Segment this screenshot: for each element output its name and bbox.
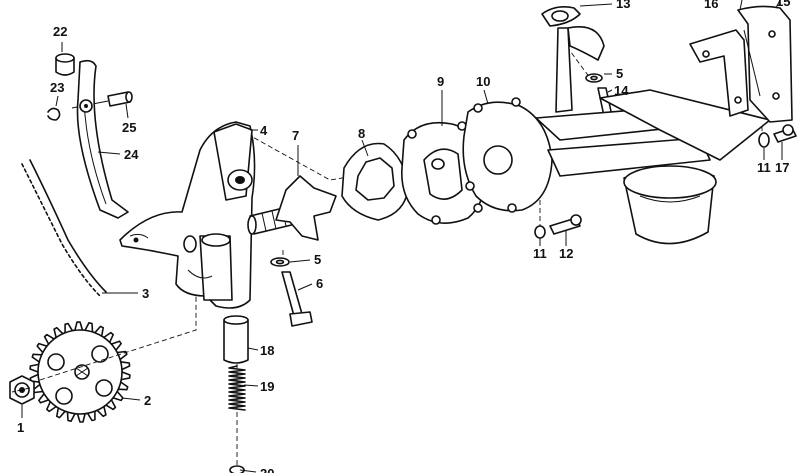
callout-22: 22 bbox=[53, 24, 67, 39]
callout-11-right: 11 bbox=[757, 160, 771, 175]
part-24-tensioner-rail[interactable] bbox=[76, 59, 129, 219]
callout-6: 6 bbox=[316, 276, 323, 291]
part-2-sprocket[interactable] bbox=[29, 321, 131, 423]
part-6-bolt[interactable] bbox=[281, 271, 313, 327]
part-23-circlip[interactable] bbox=[47, 107, 61, 121]
callout-15: 15 bbox=[776, 0, 790, 9]
callout-2: 2 bbox=[144, 393, 151, 408]
callout-10: 10 bbox=[476, 74, 490, 89]
callout-16: 16 bbox=[704, 0, 718, 11]
callout-14: 14 bbox=[614, 83, 629, 98]
callout-3: 3 bbox=[142, 286, 149, 301]
part-13-pipe-flange[interactable] bbox=[541, 6, 605, 113]
part-7-drive-shaft[interactable] bbox=[247, 175, 337, 241]
callout-5-upper: 5 bbox=[616, 66, 623, 81]
part-19-spring[interactable] bbox=[228, 365, 246, 411]
callout-19: 19 bbox=[260, 379, 274, 394]
part-22-bushing[interactable] bbox=[55, 53, 75, 76]
callout-24: 24 bbox=[124, 147, 139, 162]
part-10-pump-body[interactable] bbox=[462, 97, 553, 213]
callout-23: 23 bbox=[50, 80, 64, 95]
callout-17: 17 bbox=[775, 160, 789, 175]
part-11-washer-right[interactable] bbox=[758, 132, 770, 148]
callout-5-lower: 5 bbox=[314, 252, 321, 267]
callout-9: 9 bbox=[437, 74, 444, 89]
part-16-bracket[interactable] bbox=[689, 29, 749, 117]
leader-lines bbox=[21, 0, 783, 473]
part-18-piston[interactable] bbox=[223, 315, 249, 364]
callout-12: 12 bbox=[559, 246, 573, 261]
callout-8: 8 bbox=[358, 126, 365, 141]
callout-25: 25 bbox=[122, 120, 136, 135]
callout-11-center: 11 bbox=[533, 246, 547, 261]
callout-13: 13 bbox=[616, 0, 630, 11]
part-20-plug[interactable] bbox=[229, 465, 245, 473]
callout-20: 20 bbox=[260, 466, 274, 473]
part-5-washer-lower[interactable] bbox=[270, 257, 290, 267]
part-17-bolt-right[interactable] bbox=[773, 124, 797, 143]
part-12-bolt[interactable] bbox=[549, 214, 582, 235]
part-3-chain[interactable] bbox=[21, 159, 107, 297]
callout-numbers: 1 2 3 4 5 6 7 8 9 10 11 12 13 5 14 16 15… bbox=[17, 0, 790, 473]
part-4-pump-housing[interactable] bbox=[119, 121, 256, 309]
callout-1: 1 bbox=[17, 420, 24, 435]
part-8-outer-rotor[interactable] bbox=[341, 142, 409, 221]
part-11-washer-center[interactable] bbox=[534, 225, 546, 239]
callout-4: 4 bbox=[260, 123, 268, 138]
part-5-washer-upper[interactable] bbox=[585, 73, 603, 83]
part-15-bracket[interactable] bbox=[737, 5, 793, 123]
callout-18: 18 bbox=[260, 343, 274, 358]
callout-7: 7 bbox=[292, 128, 299, 143]
oil-pickup-tube[interactable] bbox=[535, 89, 771, 245]
